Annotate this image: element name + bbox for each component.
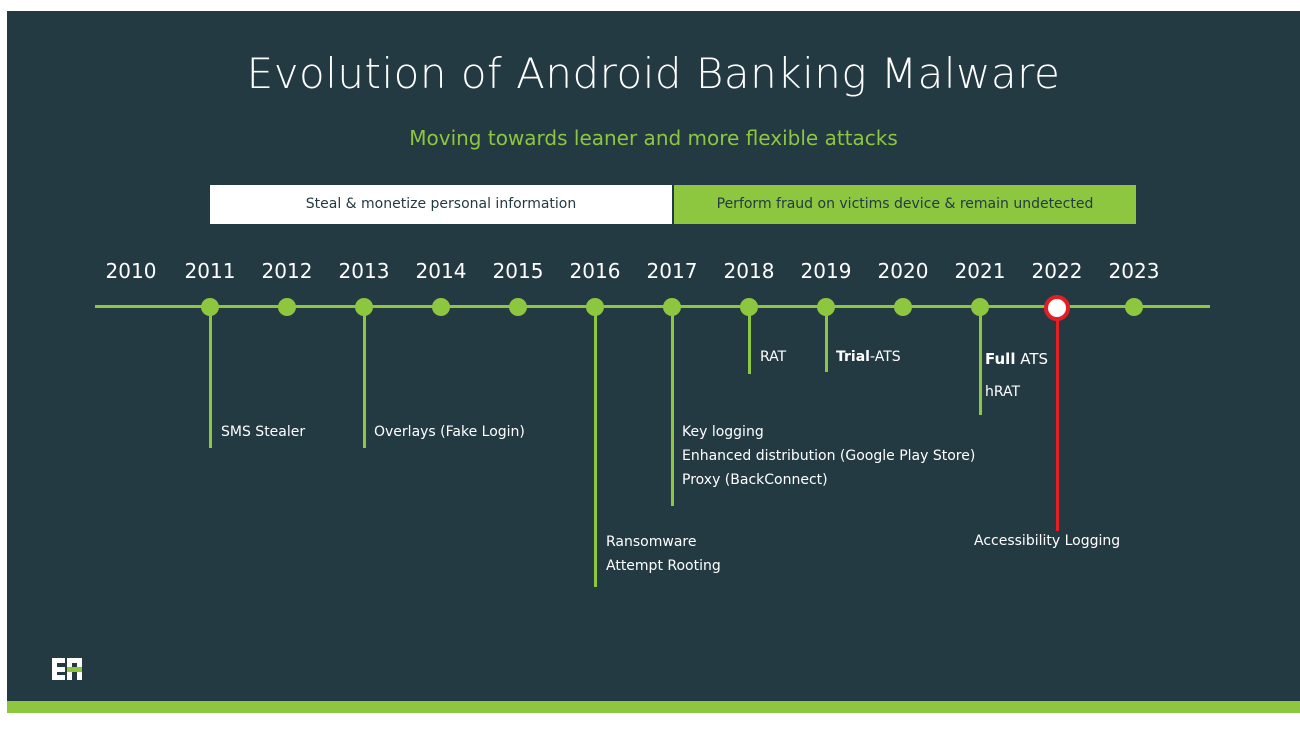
stem-2022 (1056, 307, 1059, 531)
year-label-2013: 2013 (338, 259, 390, 283)
year-label-2021: 2021 (954, 259, 1006, 283)
event-label-key-logging: Key logging (682, 424, 764, 440)
event-label-trial-rest: -ATS (869, 349, 901, 365)
timeline-axis (95, 305, 1210, 308)
year-label-2017: 2017 (646, 259, 698, 283)
event-label-rat: RAT (760, 349, 787, 365)
year-label-2012: 2012 (261, 259, 313, 283)
event-label-enhanced-distribution: Enhanced distribution (Google Play Store… (682, 448, 976, 464)
event-label-full-bold: Full (985, 350, 1016, 368)
year-label-2014: 2014 (415, 259, 467, 283)
year-label-2020: 2020 (877, 259, 929, 283)
stem-2011 (209, 307, 212, 448)
stem-2013 (363, 307, 366, 448)
timeline-dot-2023 (1125, 298, 1143, 316)
timeline-dot-2015 (509, 298, 527, 316)
year-label-2023: 2023 (1108, 259, 1160, 283)
timeline-dot-2014 (432, 298, 450, 316)
timeline-dot-2013 (355, 298, 373, 316)
year-label-2010: 2010 (105, 259, 157, 283)
event-label-overlays: Overlays (Fake Login) (374, 424, 525, 440)
event-label-ransomware: Ransomware (606, 534, 697, 550)
stem-2019 (825, 307, 828, 372)
year-label-2015: 2015 (492, 259, 544, 283)
phase-steal-monetize: Steal & monetize personal information (210, 185, 672, 224)
year-label-2016: 2016 (569, 259, 621, 283)
page-subtitle: Moving towards leaner and more flexible … (409, 126, 898, 150)
event-label-trial-ats: Trial-ATS (836, 345, 901, 369)
year-label-2011: 2011 (184, 259, 236, 283)
timeline-dot-2017 (663, 298, 681, 316)
page-title: Evolution of Android Banking Malware (246, 49, 1061, 98)
timeline-dot-2016 (586, 298, 604, 316)
timeline-dot-2011 (201, 298, 219, 316)
event-label-trial-bold: Trial (836, 349, 870, 365)
phase-perform-fraud: Perform fraud on victims device & remain… (674, 185, 1136, 224)
slide: Evolution of Android Banking Malware Mov… (7, 11, 1300, 713)
bottom-accent-bar (7, 701, 1300, 713)
stem-2021 (979, 307, 982, 415)
event-label-hrat: hRAT (985, 384, 1021, 400)
year-label-2018: 2018 (723, 259, 775, 283)
stem-2017 (671, 307, 674, 506)
timeline-dot-2018 (740, 298, 758, 316)
event-label-sms-stealer: SMS Stealer (221, 424, 306, 440)
year-label-2022: 2022 (1031, 259, 1083, 283)
timeline-dot-2012 (278, 298, 296, 316)
event-label-proxy: Proxy (BackConnect) (682, 472, 828, 488)
event-label-accessibility-logging: Accessibility Logging (974, 533, 1121, 549)
timeline-dot-2019 (817, 298, 835, 316)
timeline-dot-2021 (971, 298, 989, 316)
stem-2018 (748, 307, 751, 374)
event-label-full-ats: Full ATS (985, 347, 1048, 371)
event-label-full-rest: ATS (1015, 350, 1049, 368)
timeline-dot-2022-highlight (1044, 295, 1070, 321)
stem-2016 (594, 307, 597, 587)
year-label-2019: 2019 (800, 259, 852, 283)
timeline-dot-2020 (894, 298, 912, 316)
event-label-attempt-rooting: Attempt Rooting (606, 558, 721, 574)
threatfabric-logo-icon (52, 658, 82, 680)
